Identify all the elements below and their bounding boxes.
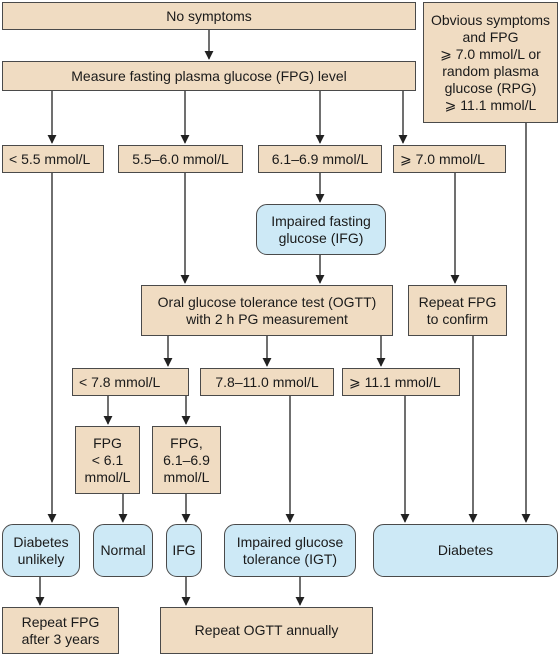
fpg-7-0-or-above-box: ⩾ 7.0 mmol/L	[393, 145, 506, 173]
fpg-below-6-1-box: FPG < 6.1 mmol/L	[75, 426, 140, 494]
ogtt-box: Oral glucose tolerance test (OGTT) with …	[141, 285, 393, 336]
fpg-below-5-5-box: < 5.5 mmol/L	[2, 145, 104, 173]
repeat-ogtt-annually-box: Repeat OGTT annually	[160, 607, 373, 654]
impaired-glucose-tolerance-box: Impaired glucose tolerance (IGT)	[224, 524, 356, 577]
diabetes-unlikely-box: Diabetes unlikely	[2, 524, 80, 577]
repeat-fpg-confirm-box: Repeat FPG to confirm	[408, 285, 507, 336]
repeat-fpg-3-years-box: Repeat FPG after 3 years	[2, 607, 119, 654]
pg-below-7-8-box: < 7.8 mmol/L	[72, 368, 189, 396]
normal-box: Normal	[93, 524, 153, 577]
obvious-symptoms-box: Obvious symptoms and FPG ⩾ 7.0 mmol/L or…	[423, 2, 558, 123]
fpg-5-5-to-6-0-box: 5.5–6.0 mmol/L	[118, 145, 243, 173]
measure-fpg-box: Measure fasting plasma glucose (FPG) lev…	[2, 61, 416, 91]
pg-11-1-or-above-box: ⩾ 11.1 mmol/L	[342, 368, 460, 396]
fpg-6-1-to-6-9-box: 6.1–6.9 mmol/L	[258, 145, 382, 173]
pg-7-8-to-11-0-box: 7.8–11.0 mmol/L	[200, 368, 334, 396]
ifg-result-box: IFG	[166, 524, 202, 577]
impaired-fasting-glucose-box: Impaired fasting glucose (IFG)	[256, 204, 386, 255]
fpg-6-1-to-6-9-ogtt-box: FPG, 6.1–6.9 mmol/L	[152, 426, 221, 494]
diabetes-box: Diabetes	[373, 524, 558, 577]
no-symptoms-box: No symptoms	[2, 2, 416, 30]
